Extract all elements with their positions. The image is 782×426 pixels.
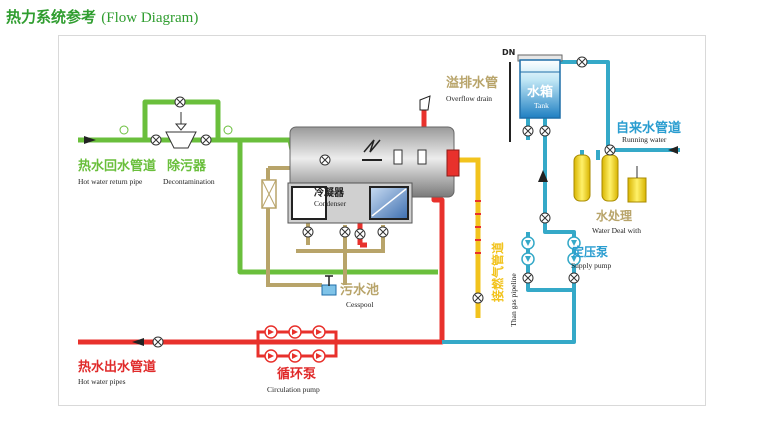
label-overflow-en: Overflow drain xyxy=(446,94,492,103)
label-running-en: Running water xyxy=(622,135,667,144)
label-hot-return-cn: 热水回水管道 xyxy=(78,158,156,174)
page-title: 热力系统参考 (Flow Diagram) xyxy=(6,6,198,27)
label-circ-en: Circulation pump xyxy=(267,385,320,394)
return-flow-arrow xyxy=(84,136,96,144)
label-overflow-cn: 溢排水管 xyxy=(446,75,498,91)
circulation-pump-assembly xyxy=(256,325,338,363)
label-cesspool-en: Cesspool xyxy=(346,300,374,309)
gauge-icons xyxy=(119,125,233,135)
diagram-frame xyxy=(58,35,706,406)
decontamination-unit xyxy=(165,112,197,149)
label-cesspool-cn: 污水池 xyxy=(340,282,379,298)
label-hot-out-cn: 热水出水管道 xyxy=(78,359,156,375)
label-hot-return-en: Hot water return pipe xyxy=(78,177,143,186)
tank-feed-arrow xyxy=(538,170,548,182)
label-tank-en: Tank xyxy=(534,101,549,110)
label-condenser-en: Condenser xyxy=(314,199,347,208)
label-decontam-en: Decontamination xyxy=(163,177,215,186)
label-running-cn: 自来水管道 xyxy=(616,120,681,136)
label-circ-cn: 循环泵 xyxy=(277,366,316,382)
title-en: (Flow Diagram) xyxy=(101,10,199,26)
expansion-tank xyxy=(261,179,277,209)
label-supply-cn: 定压泵 xyxy=(572,244,608,259)
running-flow-arrow xyxy=(668,146,678,154)
label-decontam-cn: 除污器 xyxy=(167,158,207,174)
water-treatment-unit xyxy=(573,154,647,203)
label-gas-en: Than gas pipeline xyxy=(509,273,518,327)
cesspool-icon xyxy=(321,275,337,296)
label-condenser-cn: 冷凝器 xyxy=(314,186,345,199)
label-treat-cn: 水处理 xyxy=(596,208,632,223)
label-dn: DN xyxy=(502,48,515,57)
label-gas-cn: 接燃气管道 xyxy=(490,242,505,302)
label-tank-cn: 水箱 xyxy=(527,84,553,100)
gas-pipe-yellow xyxy=(458,157,481,318)
label-supply-en: Supply pump xyxy=(571,261,611,270)
label-hot-out-en: Hot water pipes xyxy=(78,377,126,386)
gas-pipe-markers xyxy=(475,200,481,254)
supply-flow-arrow xyxy=(132,338,144,346)
boiler xyxy=(289,95,460,198)
label-treat-en: Water Deal with xyxy=(592,226,641,235)
condenser xyxy=(287,182,413,224)
title-cn: 热力系统参考 xyxy=(6,8,97,26)
water-tank xyxy=(517,54,563,119)
